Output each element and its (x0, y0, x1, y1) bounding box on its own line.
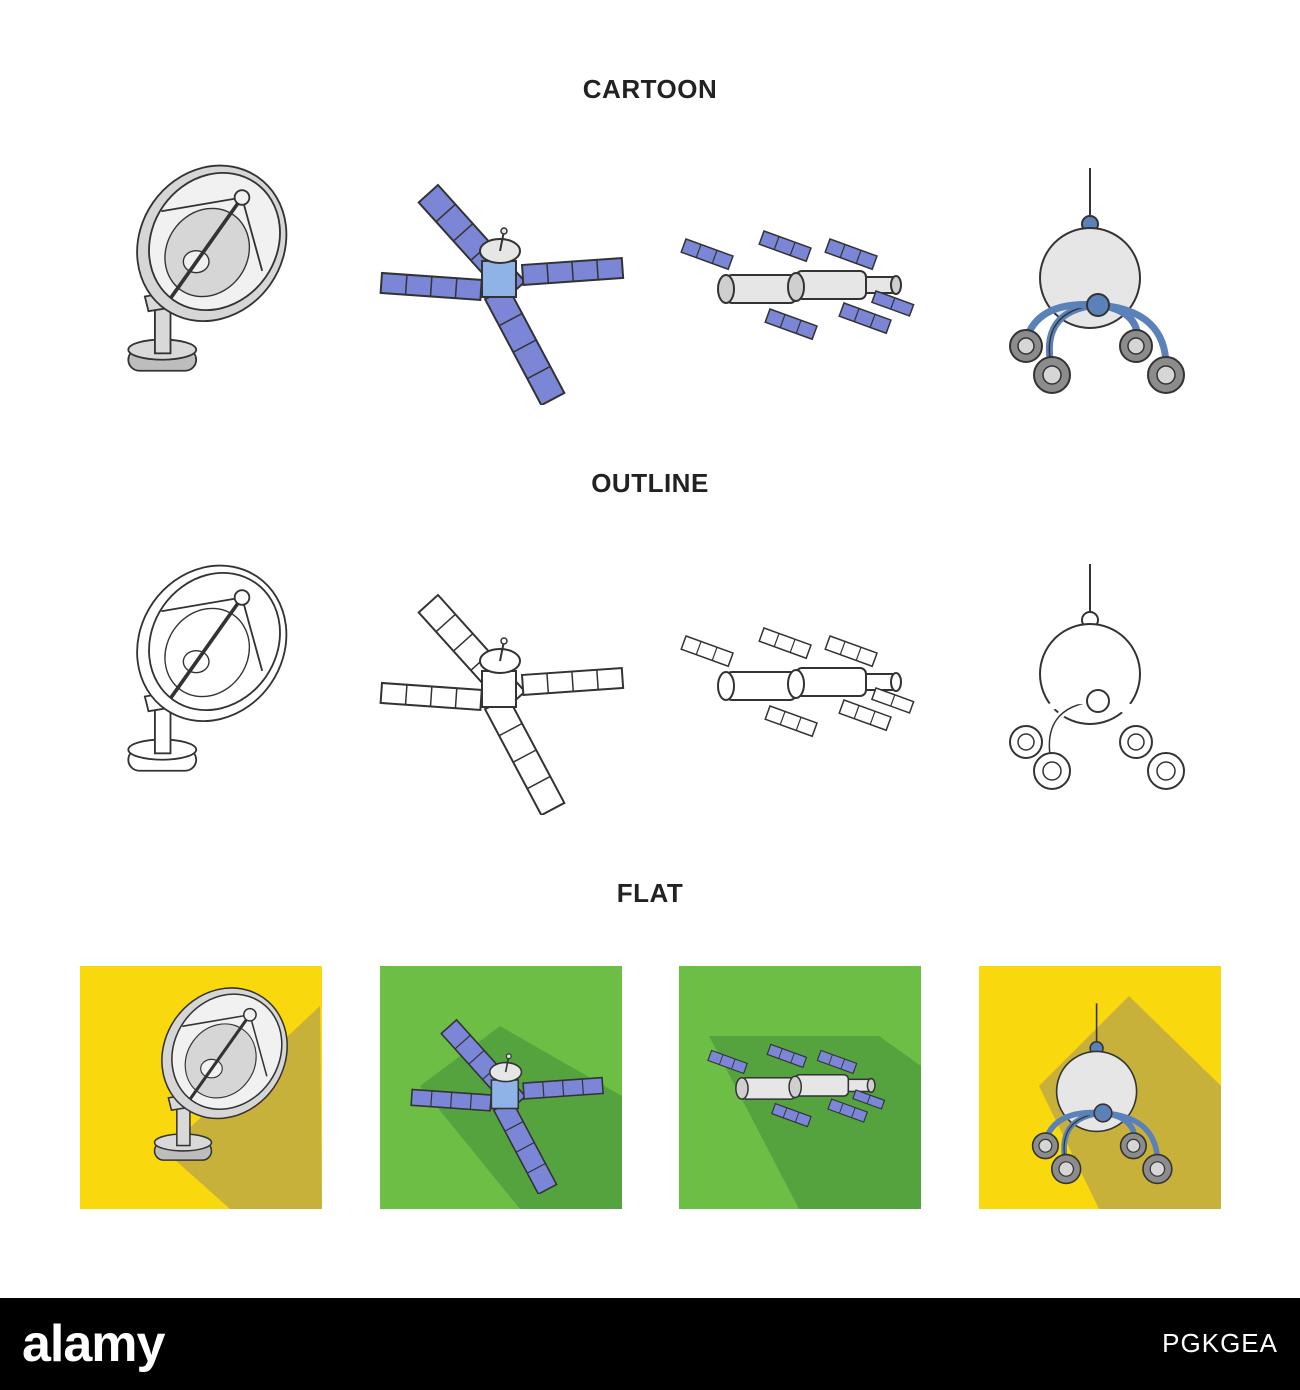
outline-section-title: OUTLINE (591, 468, 709, 498)
space-station-outline-icon (680, 622, 930, 762)
lunar-rover-icon (998, 160, 1198, 420)
satellite-icon (378, 165, 628, 405)
radio-telescope-outline-icon (88, 560, 308, 800)
lunar-rover-flat-icon (1023, 996, 1183, 1206)
watermark-footer: alamy PGKGEA (0, 1298, 1300, 1390)
radio-telescope-flat-icon (118, 984, 308, 1184)
flat-tile-space-station (679, 966, 921, 1209)
satellite-flat-icon (408, 1004, 608, 1194)
flat-tile-lunar-rover (979, 966, 1221, 1209)
space-station-icon (680, 225, 930, 365)
flat-tile-satellite (380, 966, 622, 1209)
cartoon-section-title: CARTOON (582, 74, 718, 104)
space-station-flat-icon (707, 1038, 897, 1148)
flat-section-title: FLAT (616, 878, 684, 908)
flat-tile-radio-telescope (80, 966, 322, 1209)
alamy-logo-text: alamy (22, 1315, 165, 1373)
radio-telescope-icon (88, 160, 308, 400)
satellite-outline-icon (378, 575, 628, 815)
image-id: PGKGEA (1162, 1328, 1278, 1358)
lunar-rover-outline-icon (998, 556, 1198, 816)
